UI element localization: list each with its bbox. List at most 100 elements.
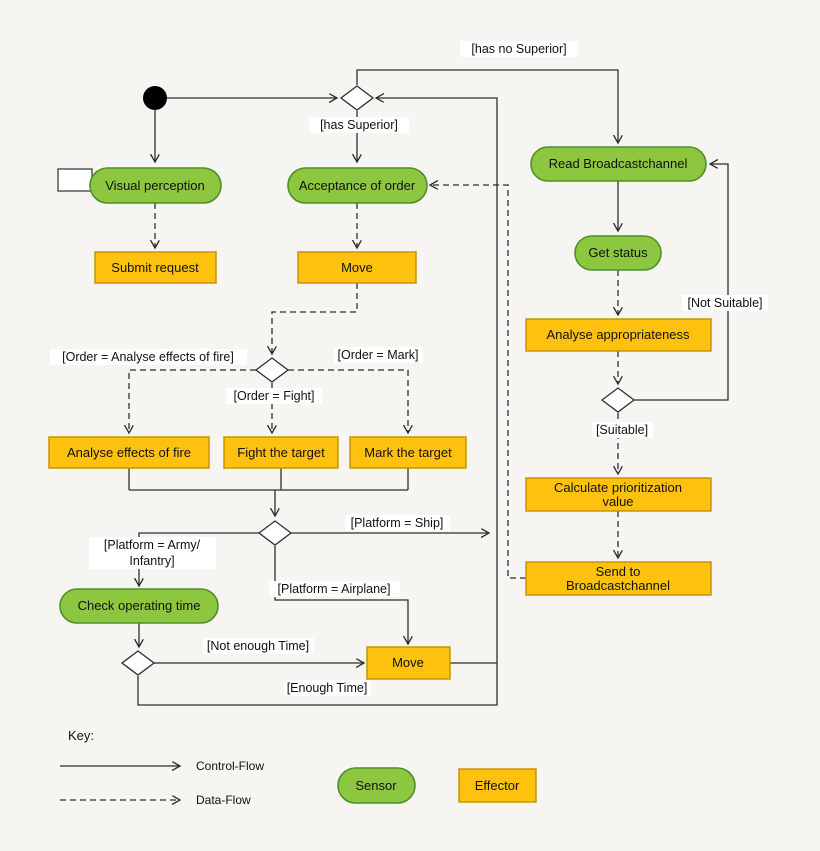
node-mark-the-target-label: Mark the target xyxy=(364,445,452,460)
legend-sensor-label: Sensor xyxy=(355,778,397,793)
dataflow-send-to-acceptance xyxy=(430,185,526,579)
edge-label-platform-army-line2: Infantry] xyxy=(129,554,174,568)
control-flow-edges xyxy=(128,69,729,706)
edge-label-platform-army-line1: [Platform = Army/ xyxy=(104,538,201,552)
edge-label-has-superior: [has Superior] xyxy=(309,117,409,133)
node-acceptance-of-order-label: Acceptance of order xyxy=(299,178,416,193)
edge-label-order-fight-text: [Order = Fight] xyxy=(234,389,315,403)
effector-shape xyxy=(48,436,210,469)
label-bg xyxy=(203,638,314,654)
node-calculate-prioritization-line2: value xyxy=(602,494,633,509)
effector-shape xyxy=(525,318,712,352)
node-send-to-broadcastchannel-line1: Send to xyxy=(596,564,641,579)
node-fight-the-target-label: Fight the target xyxy=(237,445,325,460)
dataflow-order-to-analyse-effects xyxy=(129,369,256,433)
effector-shape xyxy=(349,436,467,469)
sensor-shape xyxy=(337,767,416,804)
node-move-order: Move xyxy=(297,251,417,284)
label-bg xyxy=(334,347,423,363)
order-decision-diamond xyxy=(254,357,290,383)
effector-shape xyxy=(94,251,217,284)
data-flow-edges xyxy=(129,185,618,579)
node-analyse-appropriateness: Analyse appropriateness xyxy=(525,318,712,352)
edge-label-not-enough-time-text: [Not enough Time] xyxy=(207,639,309,653)
label-bg xyxy=(89,537,216,569)
edge-label-has-no-superior-text: [has no Superior] xyxy=(471,42,566,56)
node-read-broadcastchannel-label: Read Broadcastchannel xyxy=(549,156,688,171)
legend-control-flow-label: Control-Flow xyxy=(196,759,264,773)
node-get-status: Get status xyxy=(574,235,662,271)
edge-superior-decision-to-read-broadcastchannel xyxy=(356,69,618,143)
node-send-to-broadcastchannel-line2: Broadcastchannel xyxy=(566,578,670,593)
sensor-shape xyxy=(59,588,219,624)
edge-platform-airplane-to-move xyxy=(274,546,408,644)
node-analyse-effects-of-fire: Analyse effects of fire xyxy=(48,436,210,469)
legend-effector-sample: Effector xyxy=(458,768,537,803)
nodes: Visual perception Acceptance of order Re… xyxy=(48,85,712,680)
edge-label-not-enough-time: [Not enough Time] xyxy=(203,638,314,654)
edge-label-not-suitable-text: [Not Suitable] xyxy=(687,296,762,310)
edge-labels: [has no Superior] [has Superior] [Order … xyxy=(50,41,768,696)
effector-shape xyxy=(458,768,537,803)
label-bg xyxy=(460,41,578,57)
label-bg xyxy=(309,117,409,133)
edge-label-platform-airplane: [Platform = Airplane] xyxy=(269,581,400,597)
edge-label-order-fight: [Order = Fight] xyxy=(227,388,322,404)
sensor-shape xyxy=(287,167,428,204)
edge-label-has-no-superior: [has no Superior] xyxy=(460,41,578,57)
label-bg xyxy=(227,388,322,404)
node-visual-perception-label: Visual perception xyxy=(105,178,205,193)
edge-label-order-analyse-effects: [Order = Analyse effects of fire] xyxy=(50,349,247,365)
effector-shape xyxy=(525,477,712,512)
sensor-shape xyxy=(89,167,222,204)
sensor-shape xyxy=(530,146,707,182)
label-bg xyxy=(284,680,371,696)
node-move-platform: Move xyxy=(366,646,451,680)
edge-label-order-mark: [Order = Mark] xyxy=(334,347,423,363)
sensor-shape xyxy=(574,235,662,271)
label-bg xyxy=(592,422,653,438)
label-bg xyxy=(50,349,247,365)
unlabeled-box xyxy=(57,168,93,192)
node-send-to-broadcastchannel: Send to Broadcastchannel xyxy=(525,561,712,596)
node-get-status-label: Get status xyxy=(588,245,648,260)
edge-label-has-superior-text: [has Superior] xyxy=(320,118,398,132)
edge-label-platform-airplane-text: [Platform = Airplane] xyxy=(278,582,391,596)
node-submit-request-label: Submit request xyxy=(111,260,199,275)
node-analyse-effects-of-fire-label: Analyse effects of fire xyxy=(67,445,191,460)
node-check-operating-time: Check operating time xyxy=(59,588,219,624)
suitable-decision-diamond xyxy=(600,387,636,413)
legend-sensor-sample: Sensor xyxy=(337,767,416,804)
node-calculate-prioritization-line1: Calculate prioritization xyxy=(554,480,682,495)
legend-effector-label: Effector xyxy=(475,778,520,793)
effector-shape xyxy=(297,251,417,284)
edge-enough-time-return xyxy=(137,98,498,706)
dataflow-order-to-mark xyxy=(288,369,408,433)
node-analyse-appropriateness-label: Analyse appropriateness xyxy=(546,327,690,342)
platform-decision-diamond xyxy=(257,520,293,546)
legend-data-flow-label: Data-Flow xyxy=(196,793,251,807)
edge-label-platform-ship-text: [Platform = Ship] xyxy=(351,516,444,530)
superior-decision-diamond xyxy=(339,85,375,111)
edge-label-not-suitable: [Not Suitable] xyxy=(682,295,768,311)
edge-label-platform-army-infantry: [Platform = Army/ Infantry] xyxy=(89,537,216,569)
edge-not-suitable-loop xyxy=(634,164,729,401)
effector-shape xyxy=(525,561,712,596)
legend-title: Key: xyxy=(68,728,94,743)
effector-shape xyxy=(366,646,451,680)
node-read-broadcastchannel: Read Broadcastchannel xyxy=(530,146,707,182)
node-fight-the-target: Fight the target xyxy=(223,436,339,469)
node-move-order-label: Move xyxy=(341,260,373,275)
initial-node xyxy=(143,86,167,110)
node-calculate-prioritization-value: Calculate prioritization value xyxy=(525,477,712,512)
legend: Key: Control-Flow Data-Flow Sensor Effec… xyxy=(60,728,537,807)
node-submit-request: Submit request xyxy=(94,251,217,284)
edge-label-suitable: [Suitable] xyxy=(592,422,653,438)
label-bg xyxy=(345,515,450,531)
edge-label-suitable-text: [Suitable] xyxy=(596,423,648,437)
node-move-platform-label: Move xyxy=(392,655,424,670)
label-bg xyxy=(682,295,768,311)
edge-label-order-mark-text: [Order = Mark] xyxy=(338,348,419,362)
node-check-operating-time-label: Check operating time xyxy=(78,598,201,613)
